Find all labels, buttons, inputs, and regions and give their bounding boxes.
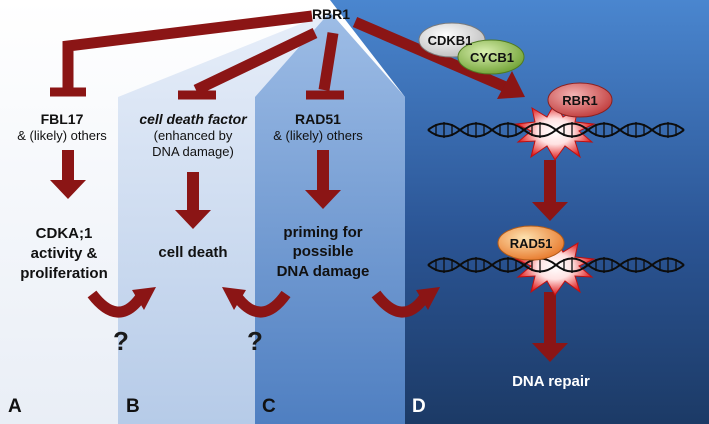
panel-c-background: [255, 12, 405, 424]
curved-arrow-a-to-b-head: [132, 287, 156, 310]
cycb1-oval: [457, 39, 525, 75]
inhibit-arrow-fbl17: [62, 10, 313, 90]
rad51-sub-label: & (likely) others: [273, 128, 363, 143]
arrow-d-down-2: [532, 292, 568, 362]
panel-letter-b: B: [126, 396, 140, 417]
fbl17-label: FBL17: [41, 111, 84, 127]
panel-letter-a: A: [8, 396, 22, 417]
curved-arrow-c-to-b: [233, 290, 291, 318]
curved-arrow-c-to-b-head: [222, 287, 246, 310]
cdkb1-label: CDKB1: [428, 33, 473, 48]
outcome-c-line2: possible: [293, 243, 354, 260]
activate-arrow-dna-head: [497, 71, 525, 99]
outcome-a-line3: proliferation: [20, 265, 108, 282]
outcome-b: cell death: [158, 244, 227, 261]
curved-arrow-c-to-d-head: [416, 287, 440, 310]
cell-death-factor-sub-line1: (enhanced by: [154, 128, 233, 143]
cell-death-factor-sub-line2: DNA damage): [152, 144, 234, 159]
rbr1-oval: [547, 82, 613, 118]
outcome-c-line1: priming for: [283, 224, 362, 241]
crosstalk-arrows: [87, 287, 440, 318]
outcome-c-line3: DNA damage: [277, 263, 370, 280]
activate-arrow-dna: [352, 16, 511, 94]
arrow-b-down: [175, 172, 211, 229]
arrow-c-down: [305, 150, 341, 209]
inhibit-arrow-rad51: [318, 32, 339, 91]
rbr1-oval-label: RBR1: [562, 93, 597, 108]
arrow-d-down-1: [532, 160, 568, 221]
inhibit-arrow-cell-death-factor: [193, 28, 318, 95]
rad51-label: RAD51: [295, 111, 341, 127]
panel-d-background: [330, 0, 709, 424]
fbl17-sub-label: & (likely) others: [17, 128, 107, 143]
dna-helix-upper-center: [523, 122, 589, 138]
panel-letter-c: C: [262, 396, 276, 417]
panel-letter-d: D: [412, 396, 426, 417]
rbr1-top-label: RBR1: [312, 6, 350, 22]
question-mark-bc: ?: [247, 326, 263, 356]
outcome-a-line2: activity &: [31, 245, 98, 262]
inhibition-arrows: [50, 10, 511, 100]
question-mark-ab: ?: [113, 326, 129, 356]
down-arrows: [50, 150, 568, 362]
cell-death-factor-label: cell death factor: [139, 111, 248, 127]
curved-arrow-c-to-d: [371, 290, 429, 318]
rad51-oval-label: RAD51: [510, 236, 553, 251]
outcome-a-line1: CDKA;1: [36, 225, 93, 242]
arrow-a-down: [50, 150, 86, 199]
rad51-oval: [497, 225, 565, 261]
outcome-d: DNA repair: [512, 373, 590, 390]
curved-arrow-a-to-b: [87, 290, 145, 318]
cycb1-label: CYCB1: [470, 50, 514, 65]
